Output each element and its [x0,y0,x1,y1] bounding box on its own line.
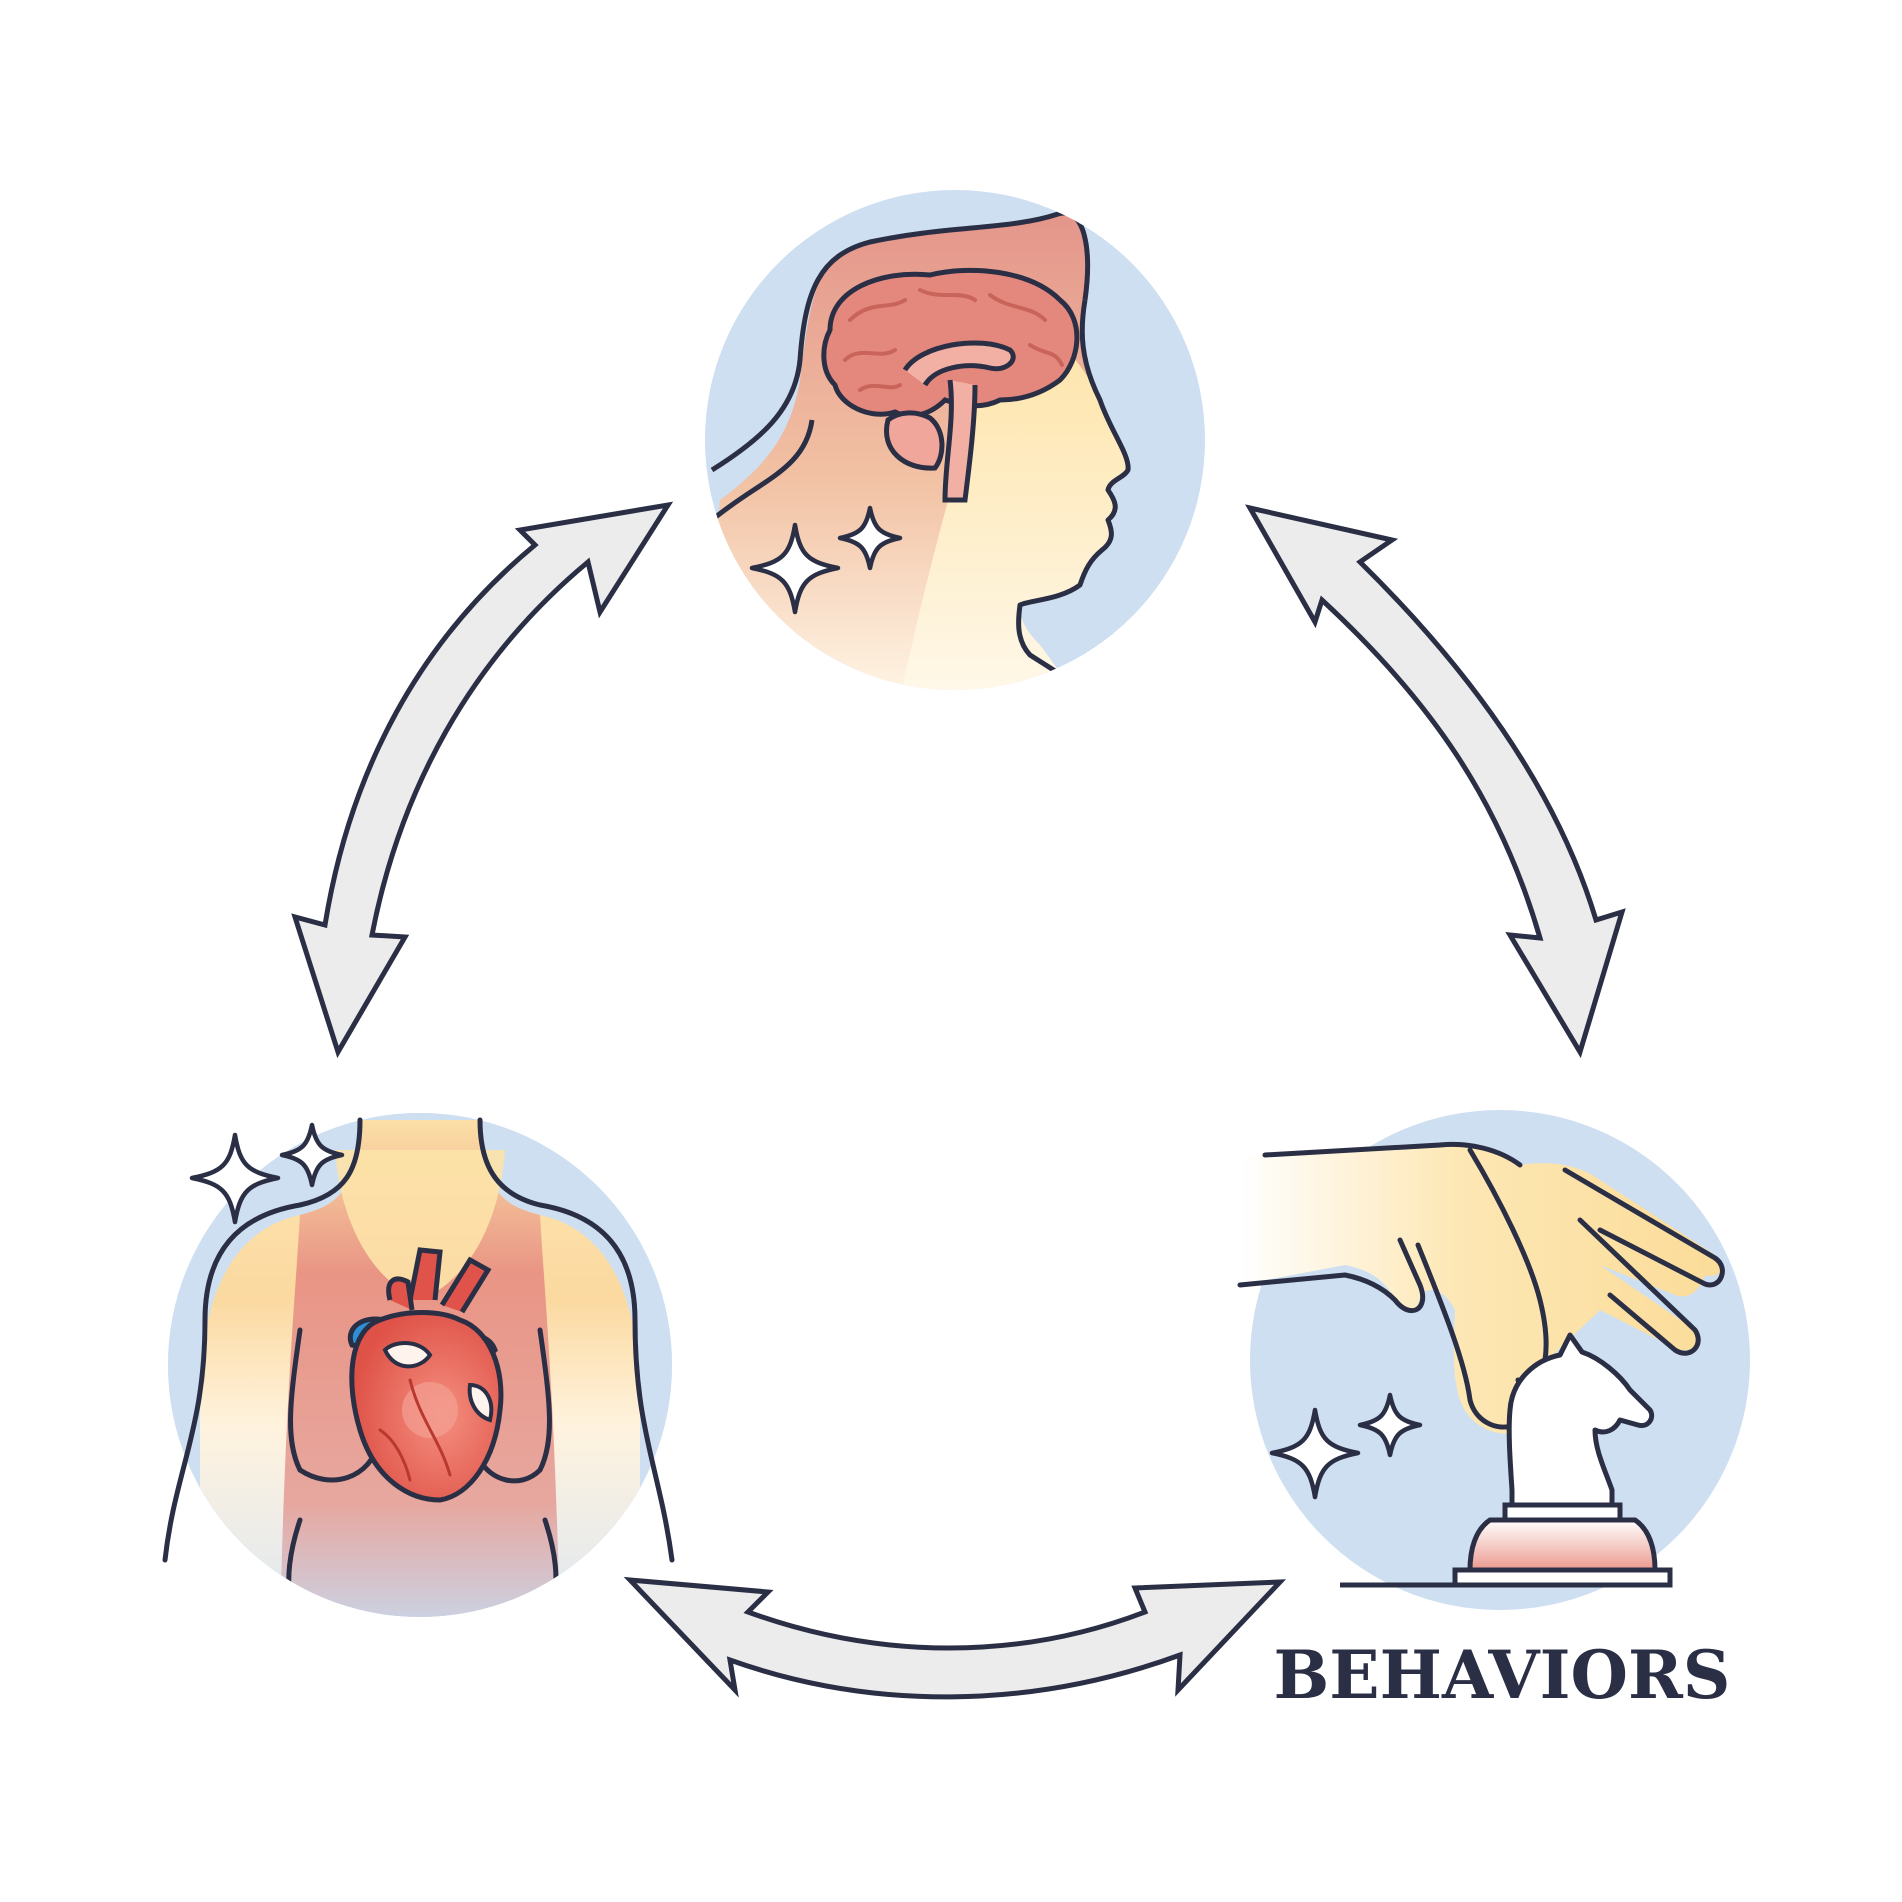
heart-chest-icon [162,1113,675,1617]
arrow-heart-behaviors [623,1576,1287,1700]
arrow-brain-behaviors [1245,504,1626,1059]
sparkle-icon [1269,1392,1423,1500]
sparkle-icon [749,505,903,615]
behaviors-label: BEHAVIORS [1274,1636,1731,1714]
hand-chess-knight-icon [1237,1110,1750,1610]
brain-head-icon [705,190,1205,690]
chess-knight-icon [1506,1332,1655,1508]
arrow-brain-heart [291,501,674,1059]
sparkle-icon [189,1122,345,1225]
